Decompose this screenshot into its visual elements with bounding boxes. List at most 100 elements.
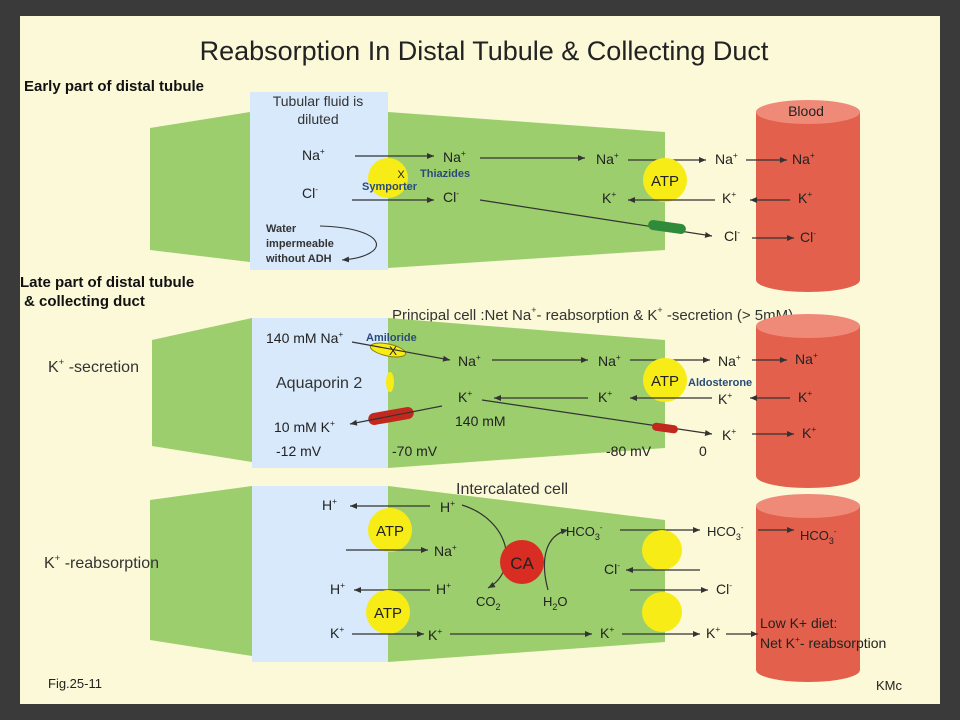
atp-label-2: ATP (651, 373, 679, 390)
na-blood-2a: Na+ (718, 352, 741, 369)
k-blood-2c: K+ (722, 426, 736, 443)
low-k-diet-2: Net K+- reabsorption (760, 634, 886, 651)
cell-2 (388, 318, 665, 468)
na-cell-1b: Na+ (596, 150, 619, 167)
h-cell-3a: H+ (440, 498, 455, 515)
na-lumen-1: Na+ (302, 146, 325, 163)
k-cell-3b: K+ (600, 624, 614, 641)
symporter-label: Symporter (362, 181, 418, 193)
voltage-cell-2: -80 mV (606, 443, 652, 459)
k-blood-1b: K+ (798, 189, 812, 206)
water-return-arrow (319, 225, 377, 263)
k-blood-2d: K+ (802, 424, 816, 441)
lumen-k-label: 10 mM K+ (274, 418, 335, 435)
k-blood-3a: K+ (706, 624, 720, 641)
lumen-na-label: 140 mM Na+ (266, 329, 343, 346)
low-k-diet-1: Low K+ diet: (760, 615, 837, 631)
hco3-blood-a: HCO3- (707, 523, 744, 542)
lumen-label-1a: Tubular fluid is (273, 93, 364, 109)
cl-blood-1b: Cl- (800, 228, 816, 245)
tubule-wall-left-2 (152, 318, 252, 462)
atp-label-3b: ATP (374, 605, 402, 622)
atp-pump-3b (366, 590, 410, 634)
amiloride-label: Amiloride (366, 332, 417, 344)
lumen-label-1b: diluted (297, 111, 338, 127)
slide-title: Reabsorption In Distal Tubule & Collecti… (200, 36, 769, 66)
atp-label-3a: ATP (376, 523, 404, 540)
k-cell-2a: K+ (458, 388, 472, 405)
early-heading: Early part of distal tubule (24, 78, 204, 95)
late-heading-2: & collecting duct (24, 293, 145, 310)
symporter-channel (368, 158, 408, 198)
voltage-lumen: -12 mV (276, 443, 322, 459)
k-blood-2a: K+ (718, 390, 732, 407)
cl-cell-1: Cl- (443, 188, 459, 205)
blood-label: Blood (788, 103, 824, 119)
hco3-blood-b: HCO3- (800, 527, 837, 546)
na-blood-1b: Na+ (792, 150, 815, 167)
blood-vessel-3 (756, 506, 860, 670)
arrow-na-lumen-2 (351, 341, 451, 362)
voltage-blood: 0 (699, 443, 707, 459)
late-heading-1: Late part of distal tubule (20, 274, 194, 291)
k-blood-1a: K+ (722, 189, 736, 206)
cl-channel-green (648, 220, 686, 234)
k-blood-2b: K+ (798, 388, 812, 405)
cl-cell-3: Cl- (604, 560, 620, 577)
lumen-1 (250, 92, 388, 270)
k-channel-3 (642, 592, 682, 632)
blood-vessel-2-top (756, 314, 860, 338)
principal-cell-label: Principal cell :Net Na+- reabsorption & … (392, 305, 793, 324)
cell-1 (388, 112, 665, 268)
na-cell-1a: Na+ (443, 148, 466, 165)
aquaporin-channel (386, 372, 394, 392)
h2o-label: H2O (543, 594, 568, 612)
voltage-cell: -70 mV (392, 443, 438, 459)
blood-vessel-2-bottom (756, 464, 860, 488)
late-row: K+ -secretion 140 mM Na+ Amiloride X Na+… (48, 314, 860, 488)
arrow-h-to-co2 (461, 504, 508, 589)
h-cell-3b: H+ (436, 580, 451, 597)
na-cell-2b: Na+ (598, 352, 621, 369)
k-cell-1: K+ (602, 189, 616, 206)
na-cell-2a: Na+ (458, 352, 481, 369)
atp-pump-1 (643, 158, 687, 202)
amiloride-x-mark: X (389, 344, 397, 358)
k-lumen-3: K+ (330, 624, 344, 641)
k-cell-2b: K+ (598, 388, 612, 405)
blood-vessel-1 (756, 112, 860, 280)
atp-label-1: ATP (651, 173, 679, 190)
hco3-cell: HCO3- (566, 523, 603, 542)
tubule-wall-left-1 (150, 112, 250, 262)
k-reabsorption-label: K+ -reabsorption (44, 553, 159, 572)
aquaporin-label: Aquaporin 2 (276, 375, 362, 392)
cl-lumen-1: Cl- (302, 184, 318, 201)
water-note-1: Water (266, 223, 297, 235)
k-channel-basolateral (652, 422, 678, 434)
blood-vessel-1-top (756, 100, 860, 124)
arrow-k-out-2 (349, 405, 443, 426)
h-lumen-3b: H+ (330, 580, 345, 597)
na-cell-3: Na+ (434, 542, 457, 559)
cell-k-concentration: 140 mM (455, 413, 506, 429)
k-cell-3a: K+ (428, 626, 442, 643)
tubule-wall-left-3 (150, 486, 252, 656)
co2-label: CO2 (476, 594, 501, 612)
lumen-2 (252, 318, 388, 468)
atp-pump-3a (368, 508, 412, 552)
aldosterone-label: Aldosterone (688, 377, 752, 389)
water-note-2: impermeable (266, 238, 334, 250)
figure-label: Fig.25-11 (48, 676, 102, 691)
exchanger-channel (642, 530, 682, 570)
na-blood-1a: Na+ (715, 150, 738, 167)
author-initials: KMc (876, 678, 903, 693)
arrow-h2o-to-hco3 (543, 528, 569, 591)
cl-blood-3: Cl- (716, 580, 732, 597)
lumen-3 (252, 486, 388, 662)
na-blood-2b: Na+ (795, 350, 818, 367)
k-secretion-label: K+ -secretion (48, 357, 139, 376)
blood-vessel-2 (756, 326, 860, 476)
carbonic-anhydrase (500, 540, 544, 584)
h-lumen-3a: H+ (322, 496, 337, 513)
blood-vessel-3-bottom (756, 658, 860, 682)
